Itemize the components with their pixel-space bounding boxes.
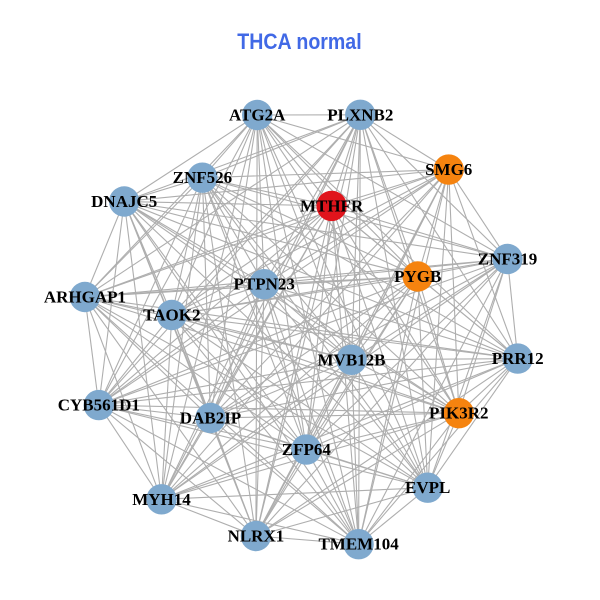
svg-text:DAB2IP: DAB2IP <box>180 409 241 428</box>
svg-text:ZFP64: ZFP64 <box>282 440 332 459</box>
svg-text:MVB12B: MVB12B <box>318 350 386 369</box>
svg-text:ATG2A: ATG2A <box>229 106 286 125</box>
svg-text:MYH14: MYH14 <box>132 490 191 509</box>
svg-text:PLXNB2: PLXNB2 <box>327 105 393 124</box>
svg-text:DNAJC5: DNAJC5 <box>91 192 157 211</box>
svg-text:NLRX1: NLRX1 <box>228 527 285 546</box>
svg-text:ZNF526: ZNF526 <box>173 168 233 187</box>
svg-text:ZNF319: ZNF319 <box>478 250 538 269</box>
svg-text:TMEM104: TMEM104 <box>318 535 399 554</box>
svg-text:CYB561D1: CYB561D1 <box>58 396 140 415</box>
svg-text:SMG6: SMG6 <box>425 160 472 179</box>
svg-text:MTHFR: MTHFR <box>300 196 364 215</box>
svg-text:TAOK2: TAOK2 <box>143 306 200 325</box>
svg-text:PYGB: PYGB <box>394 267 441 286</box>
svg-text:PRR12: PRR12 <box>492 349 544 368</box>
svg-text:PIK3R2: PIK3R2 <box>429 404 489 423</box>
svg-text:ARHGAP1: ARHGAP1 <box>44 288 126 307</box>
svg-text:PTPN23: PTPN23 <box>234 275 295 294</box>
svg-text:EVPL: EVPL <box>405 478 450 497</box>
